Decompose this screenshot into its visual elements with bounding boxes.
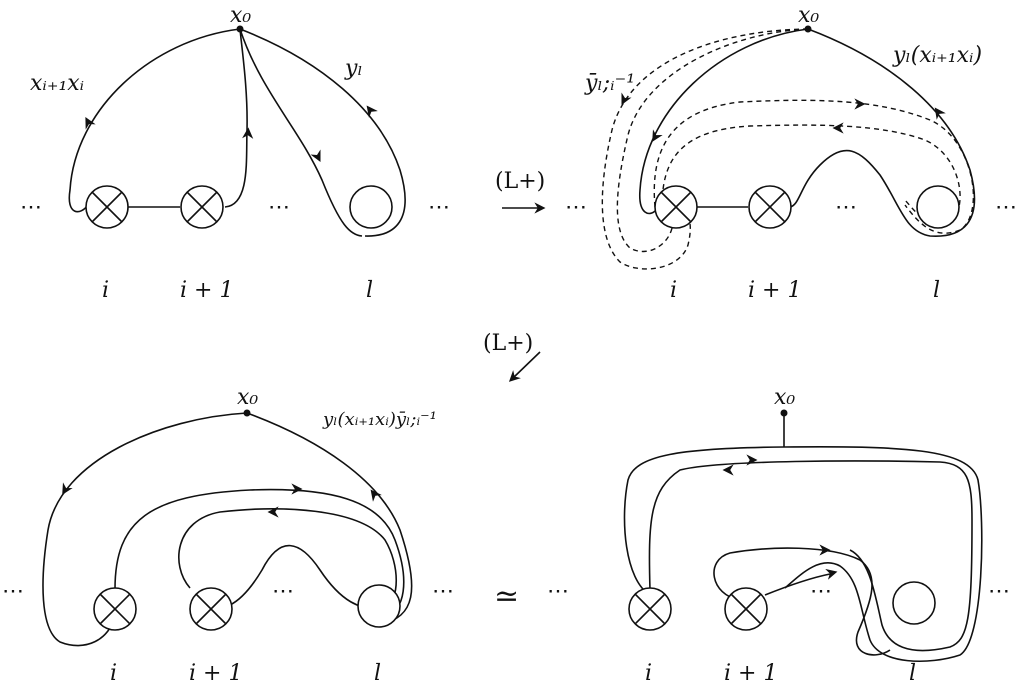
puncture-i — [93, 587, 137, 631]
label-i-plus-1: i + 1 — [748, 278, 801, 303]
label-i: i — [110, 661, 117, 684]
dots-middle: ⋯ — [835, 195, 857, 220]
puncture-i-plus-1 — [748, 185, 792, 229]
arrow-y-l — [366, 105, 378, 118]
loop-big-outer — [623, 446, 983, 663]
label-l: l — [366, 278, 373, 303]
loop-solid-right — [789, 28, 976, 237]
loop-small-return — [764, 573, 831, 596]
move-label-right: (L+) — [495, 169, 545, 194]
dots-right: ⋯ — [432, 579, 454, 604]
puncture-l — [892, 581, 936, 625]
dots-right: ⋯ — [428, 195, 450, 220]
dots-left: ⋯ — [20, 195, 42, 220]
puncture-i-plus-1 — [180, 185, 224, 229]
loop-solid-outer — [639, 28, 809, 215]
dots-right: ⋯ — [988, 579, 1010, 604]
loop-label-y-l: yₗ — [344, 56, 363, 81]
loop-middle — [114, 488, 405, 617]
arrow-second-down — [310, 149, 321, 163]
loop-big-inner — [648, 460, 973, 652]
move-arrow-down-left: (L+) — [483, 331, 541, 382]
puncture-i — [85, 185, 129, 229]
puncture-i — [654, 185, 698, 229]
dots-middle: ⋯ — [810, 579, 832, 604]
label-i-plus-1: i + 1 — [724, 661, 777, 684]
loop-y-l — [239, 28, 406, 237]
base-point-label: x₀ — [798, 3, 819, 28]
label-i-plus-1: i + 1 — [180, 278, 233, 303]
puncture-i — [628, 587, 672, 631]
loop-inner-strand — [224, 28, 248, 208]
label-i: i — [645, 661, 652, 684]
puncture-i-plus-1 — [189, 587, 233, 631]
panel-bottom-right: x₀ ⋯ ⋯ ⋯ i i + 1 l — [547, 385, 1010, 686]
move-arrow-right: (L+) — [495, 169, 546, 214]
loop-outer-right — [246, 412, 413, 625]
loop-outer-left — [42, 412, 248, 647]
loop-dashed-inner — [653, 99, 975, 234]
move-label-down-left: (L+) — [483, 331, 533, 356]
homotopic-symbol: ≃ — [494, 579, 519, 614]
panel-top-right: x₀ ⋯ ⋯ ⋯ ȳₗ;ᵢ⁻¹ yₗ(xᵢ₊₁xᵢ) i — [565, 3, 1017, 303]
loop-dashed-middle — [616, 28, 809, 253]
loop-label-ybar-inv: ȳₗ;ᵢ⁻¹ — [584, 71, 635, 96]
loop-label-x-product: xᵢ₊₁xᵢ — [30, 71, 84, 96]
arrow-down-left-icon — [508, 351, 541, 382]
dots-right: ⋯ — [995, 195, 1017, 220]
loop-small — [713, 547, 891, 656]
label-i: i — [102, 278, 109, 303]
dots-left: ⋯ — [547, 579, 569, 604]
loop-label-full-product: yₗ(xᵢ₊₁xᵢ)ȳₗ;ᵢ⁻¹ — [322, 409, 437, 430]
loop-dashed-inner2 — [661, 124, 961, 225]
label-l: l — [909, 661, 916, 684]
dots-middle: ⋯ — [272, 579, 294, 604]
puncture-l — [349, 185, 393, 229]
label-l: l — [374, 661, 381, 684]
label-i-plus-1: i + 1 — [189, 661, 242, 684]
panel-top-left: x₀ ⋯ ⋯ ⋯ xᵢ₊₁xᵢ yₗ i — [20, 3, 450, 303]
label-l: l — [933, 278, 940, 303]
dots-middle: ⋯ — [268, 195, 290, 220]
arrow-x-product — [85, 117, 96, 130]
dots-left: ⋯ — [565, 195, 587, 220]
loop-second-strand — [239, 28, 363, 237]
base-point-label: x₀ — [774, 385, 795, 410]
panel-bottom-left: x₀ ⋯ ⋯ ⋯ yₗ(xᵢ₊₁xᵢ)ȳₗ;ᵢ⁻¹ i i + 1 l — [2, 385, 454, 686]
loop-x-product — [68, 28, 241, 213]
base-point-label: x₀ — [237, 385, 258, 410]
loop-label-y-l-times-x: yₗ(xᵢ₊₁xᵢ) — [892, 43, 982, 68]
loop-dashed-outer — [601, 28, 809, 270]
puncture-l — [357, 584, 401, 628]
puncture-i-plus-1 — [724, 587, 768, 631]
base-point-label: x₀ — [230, 3, 251, 28]
dots-left: ⋯ — [2, 579, 24, 604]
label-i: i — [670, 278, 677, 303]
puncture-l — [916, 185, 960, 229]
